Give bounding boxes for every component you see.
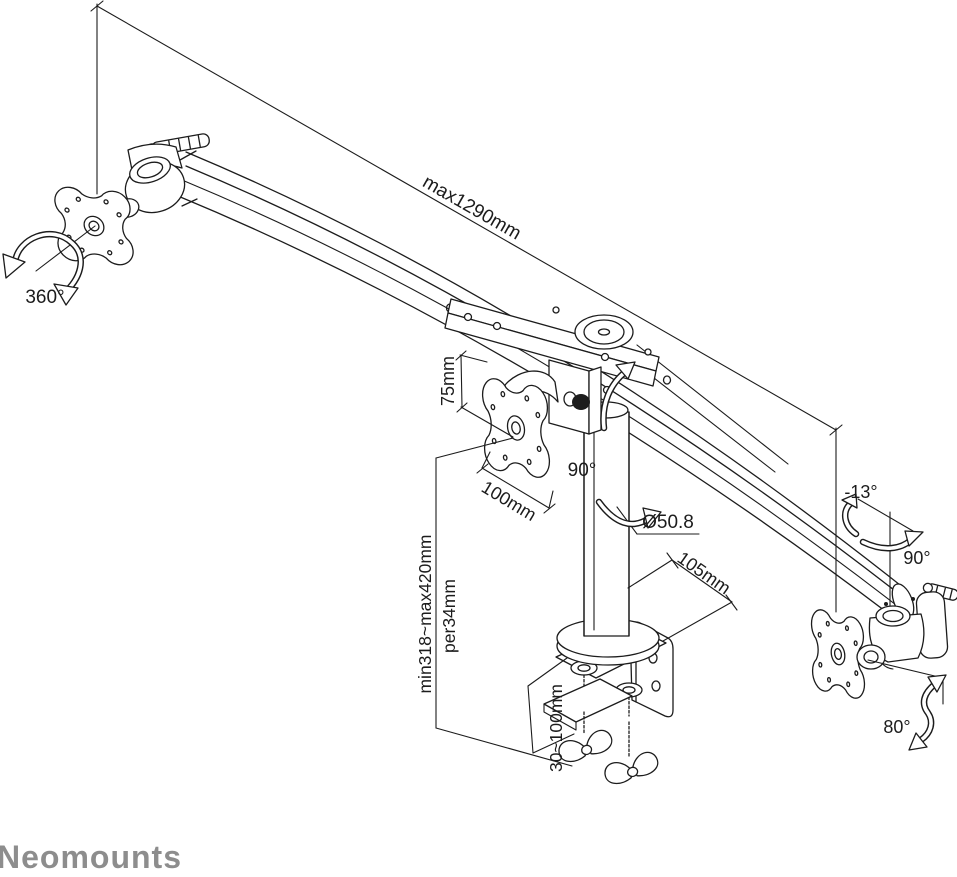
center-vesa-plate — [481, 370, 559, 480]
label-arm-span: max1290mm — [419, 172, 525, 245]
left-mount-head — [116, 133, 210, 218]
label-right-tilt: -13° — [844, 482, 877, 502]
left-vesa-plate — [35, 185, 135, 272]
label-vesa-height: 75mm — [438, 356, 458, 406]
center-bracket — [444, 298, 789, 473]
label-center-swivel: 90° — [568, 460, 597, 481]
label-height-range: min318~max420mm — [415, 534, 435, 693]
pole-and-base — [556, 401, 660, 666]
tilt-arrow-right — [841, 493, 860, 538]
label-base-depth: 105mm — [674, 548, 735, 599]
label-clamp-range: 30~100mm — [546, 684, 566, 772]
swivel-arrow-center — [595, 361, 662, 529]
label-right-swivel: 90° — [903, 548, 930, 568]
right-vesa-plate — [810, 607, 886, 701]
label-pole-diameter: Ø50.8 — [642, 512, 694, 533]
right-mount-head — [868, 582, 957, 670]
brand-watermark: Neomounts — [0, 839, 182, 875]
clamp-wing-knob — [601, 749, 662, 788]
dimension-lines-behind — [90, 0, 914, 613]
dimension-lines-front — [435, 350, 944, 767]
swivel-arrow-right — [859, 530, 924, 552]
label-height-step: per34mm — [439, 579, 459, 653]
label-right-pivot: 80° — [883, 717, 910, 737]
pivot-arrow-right — [908, 674, 947, 751]
rotation-arrow-360 — [2, 230, 84, 306]
label-rotation-360: 360° — [25, 287, 64, 308]
